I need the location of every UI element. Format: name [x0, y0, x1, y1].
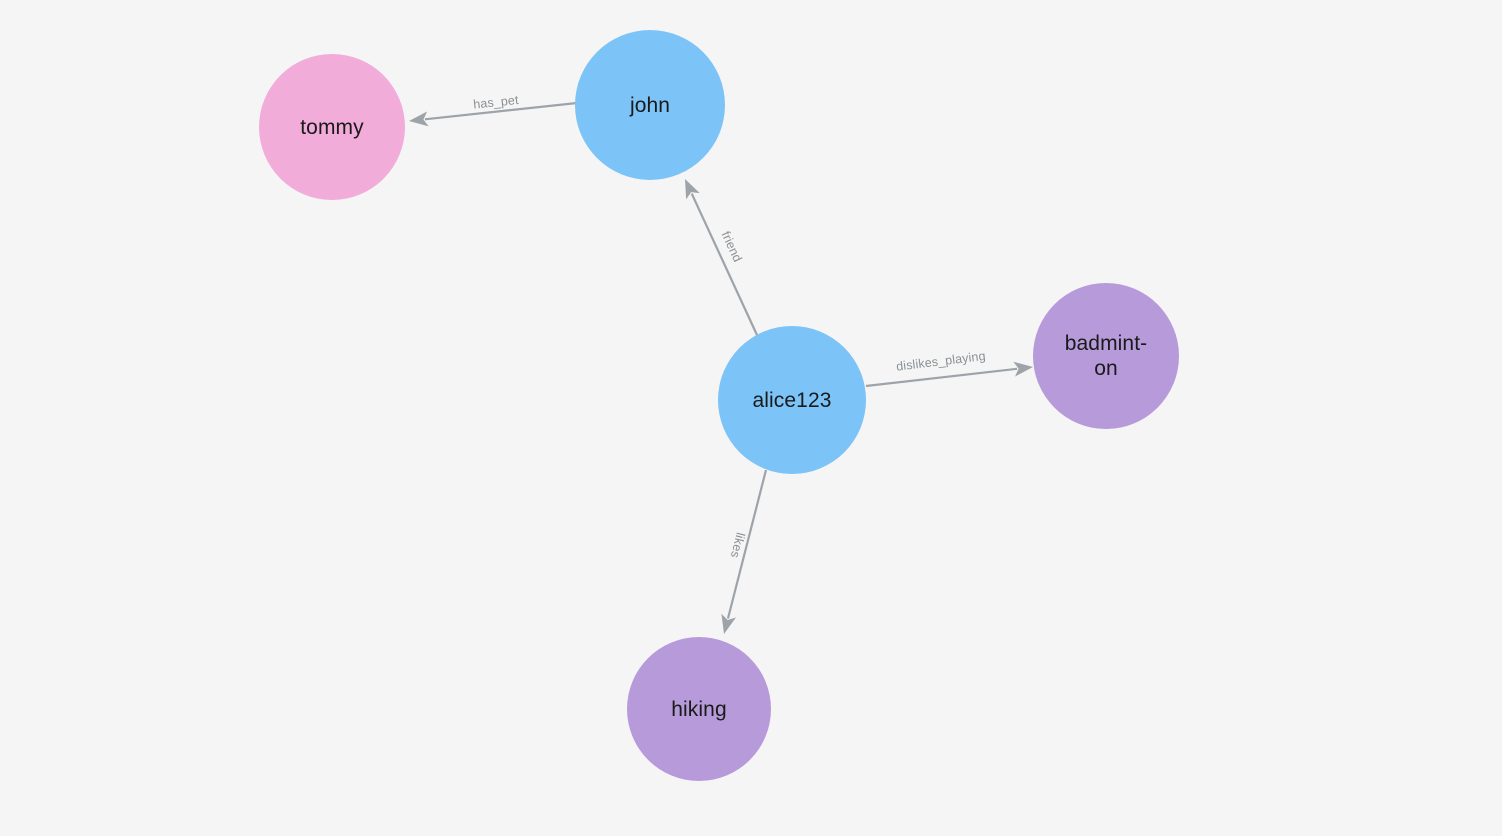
graph-node-label: tommy [300, 115, 364, 139]
edge-line [690, 193, 758, 336]
graph-node-label: badmint- on [1064, 332, 1148, 380]
graph-node-hiking[interactable]: hiking [627, 637, 771, 781]
edge-arrowhead-icon [685, 179, 700, 200]
graph-edge[interactable]: dislikes_playing [865, 349, 1033, 388]
edge-label: likes [728, 531, 748, 559]
edge-label: has_pet [473, 93, 520, 112]
edge-line [865, 367, 1018, 388]
graph-node-badminton[interactable]: badmint- on [1033, 283, 1179, 429]
edge-hit-area[interactable] [866, 367, 1033, 386]
graph-node-john[interactable]: john [575, 30, 725, 180]
edge-arrowhead-icon [1013, 361, 1033, 377]
edge-line [424, 101, 578, 121]
edge-hit-area[interactable] [685, 179, 757, 335]
graph-node-alice123[interactable]: alice123 [718, 326, 866, 474]
graph-edge[interactable]: friend [685, 179, 758, 336]
graph-edge[interactable]: has_pet [409, 93, 578, 127]
graph-node-label: hiking [671, 697, 727, 721]
graph-node-tommy[interactable]: tommy [259, 54, 405, 200]
graph-node-label: alice123 [752, 388, 832, 412]
graph-node-label: john [629, 93, 671, 117]
graph-edge[interactable]: likes [721, 469, 768, 634]
edge-arrowhead-icon [721, 613, 736, 634]
edge-line [726, 469, 768, 619]
edge-arrowhead-icon [409, 111, 429, 127]
